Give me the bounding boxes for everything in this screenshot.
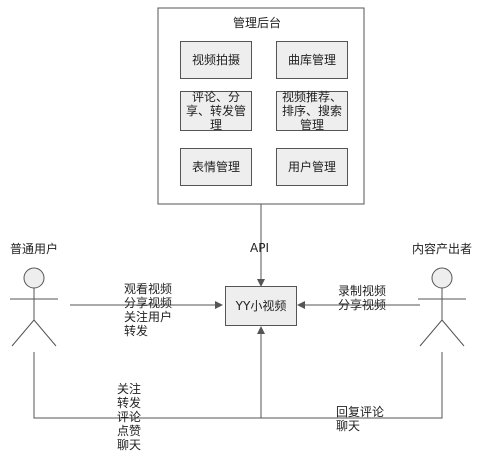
module-emoji: 表情管理 (180, 148, 252, 186)
module-label-line: 管理 (299, 118, 324, 132)
viewer-action: 分享视频 (124, 296, 173, 310)
module-user: 用户管理 (276, 148, 348, 186)
module-video-shooting: 视频拍摄 (180, 41, 252, 79)
app-center-box: YY小视频 (225, 286, 297, 326)
viewer-action: 转发 (124, 324, 149, 338)
bottom-right-action: 聊天 (336, 419, 361, 433)
creator-action: 录制视频 (338, 284, 387, 298)
module-label-line: 享、转发管 (185, 104, 246, 118)
bottom-right-action: 回复评论 (336, 405, 385, 419)
bottom-left-action: 点赞 (117, 424, 142, 438)
creator-actor-label: 内容产出者 (412, 242, 473, 256)
module-comment-share-forward: 评论、分 享、转发管 理 (180, 90, 252, 132)
module-label: 用户管理 (287, 160, 336, 174)
module-label-line: 评论、分 (191, 90, 240, 104)
viewer-actions-label: 观看视频 分享视频 关注用户 转发 (124, 282, 172, 338)
module-recommend-sort-search: 视频推荐、 排序、搜索 管理 (276, 90, 348, 132)
module-label: 表情管理 (191, 160, 240, 174)
bottom-left-action: 关注 (117, 382, 142, 396)
module-label-line: 视频推荐、 (281, 90, 342, 104)
creator-actor-figure (418, 267, 466, 347)
bottom-left-action: 评论 (117, 410, 142, 424)
creator-actions-label: 录制视频 分享视频 (338, 284, 386, 312)
bottom-left-actions-label: 关注 转发 评论 点赞 聊天 (117, 382, 141, 452)
module-music-library: 曲库管理 (276, 41, 348, 79)
viewer-actor-figure (10, 267, 58, 347)
bottom-left-action: 聊天 (117, 438, 142, 452)
admin-title: 管理后台 (233, 16, 282, 30)
module-label: 视频拍摄 (191, 53, 240, 67)
module-label-line: 理 (209, 118, 222, 132)
bottom-right-actions-label: 回复评论 聊天 (336, 405, 384, 433)
app-center-label: YY小视频 (235, 299, 287, 313)
bottom-interaction-line (33, 352, 443, 419)
module-label: 曲库管理 (287, 53, 336, 67)
creator-action: 分享视频 (338, 298, 387, 312)
viewer-action: 观看视频 (124, 282, 173, 296)
module-label-line: 排序、搜索 (281, 104, 342, 118)
api-label: API (250, 241, 269, 255)
viewer-action: 关注用户 (124, 310, 173, 324)
viewer-actor-label: 普通用户 (10, 242, 59, 256)
bottom-left-action: 转发 (117, 396, 142, 410)
